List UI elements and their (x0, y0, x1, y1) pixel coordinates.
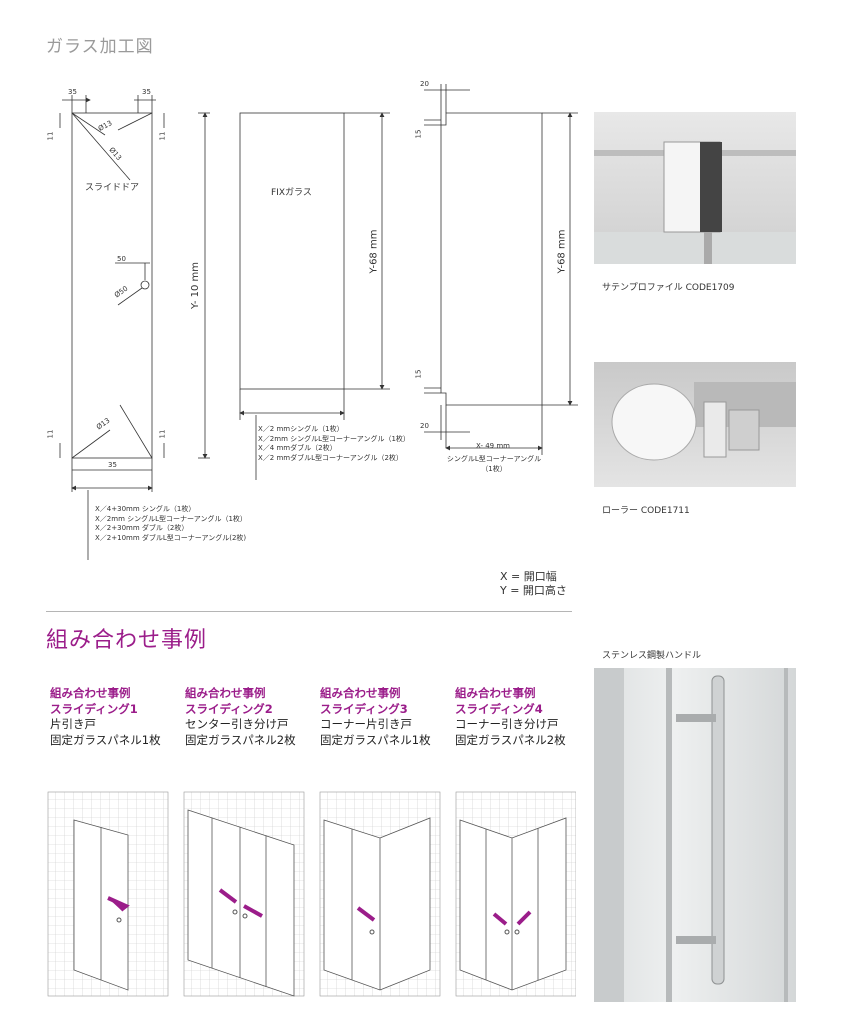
combo-illustrations (47, 791, 576, 997)
roller-photo (594, 362, 796, 487)
satin-profile-caption: サテンプロファイル CODE1709 (602, 283, 735, 293)
section-title: 組み合わせ事例 (46, 628, 208, 653)
dim-bottom: 35 (108, 461, 117, 469)
dim-door-height: Y- 10 mm (190, 261, 202, 310)
handle-caption: ステンレス鋼製ハンドル (602, 651, 702, 661)
legend-y: Y = 開口高さ (500, 584, 567, 597)
combo-3-illustration (319, 791, 441, 997)
combo-4-illustration (455, 791, 576, 997)
sliding-door-label: スライドドア (85, 183, 140, 193)
dim-right-bot: 11 (158, 429, 167, 439)
stainless-handle-photo (594, 668, 796, 1002)
corner-glass-outline (440, 112, 543, 406)
combo-4-text: 組み合わせ事例 スライディング4 コーナー引き分け戸 固定ガラスパネル2枚 (455, 686, 566, 747)
combo-2-illustration (183, 791, 305, 997)
dim-mid: 50 (117, 255, 126, 263)
fix-notes: X／2 mmシングル（1枚） X／2mm シングルL型コーナーアングル（1枚） … (258, 425, 410, 462)
dim-top-right: 35 (142, 88, 151, 96)
section-divider (46, 611, 572, 612)
dim-corner-notch-bot: 15 (414, 369, 423, 379)
dim-corner-width: X- 49 mm (476, 442, 510, 450)
dim-corner-bottom: 20 (420, 422, 429, 430)
legend-x: X = 開口幅 (500, 570, 557, 583)
dim-left-top: 11 (46, 131, 55, 141)
combo-3-text: 組み合わせ事例 スライディング3 コーナー片引き戸 固定ガラスパネル1枚 (320, 686, 431, 747)
dim-left-bot: 11 (46, 429, 55, 439)
satin-profile-photo (594, 112, 796, 264)
sliding-door-outline (71, 112, 153, 459)
dim-corner-top: 20 (420, 80, 429, 88)
dim-corner-notch-top: 15 (414, 129, 423, 139)
page-title: ガラス加工図 (46, 37, 154, 57)
glass-processing-drawings (59, 84, 578, 560)
roller-caption: ローラー CODE1711 (602, 506, 690, 516)
corner-notes: シングルL型コーナーアングル （1枚） (446, 455, 542, 473)
fix-glass-outline (239, 112, 345, 390)
combo-1-illustration (47, 791, 169, 997)
door-notes: X／4+30mm シングル（1枚） X／2mm シングルL型コーナーアングル（1… (95, 505, 247, 542)
combo-2-text: 組み合わせ事例 スライディング2 センター引き分け戸 固定ガラスパネル2枚 (185, 686, 296, 747)
combo-1-text: 組み合わせ事例 スライディング1 片引き戸 固定ガラスパネル1枚 (50, 686, 161, 747)
legend: X = 開口幅 Y = 開口高さ (500, 570, 567, 598)
dim-top-left: 35 (68, 88, 77, 96)
dim-right-top: 11 (158, 131, 167, 141)
dim-corner-height: Y-68 mm (556, 229, 568, 274)
fix-glass-label: FIXガラス (271, 188, 312, 198)
dim-fix-height: Y-68 mm (368, 229, 380, 274)
